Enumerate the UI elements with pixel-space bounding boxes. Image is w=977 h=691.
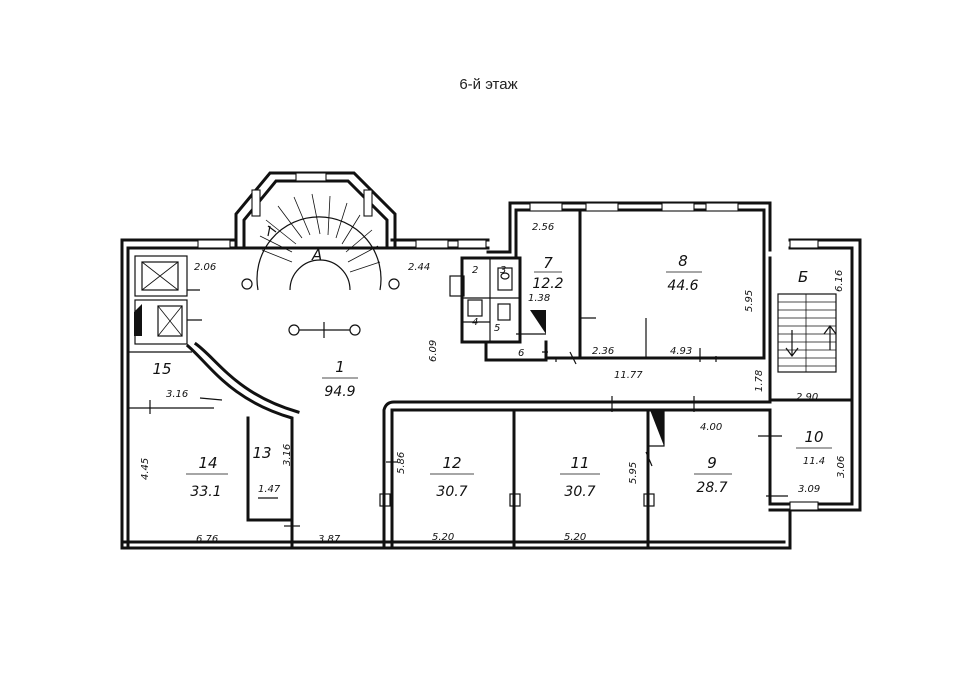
room-8-area: 44.6	[667, 278, 698, 294]
room-10-area: 11.4	[803, 456, 825, 467]
dim-21: 6.76	[196, 534, 218, 545]
dim-22: 3.87	[318, 534, 341, 545]
room-12-area: 30.7	[436, 484, 467, 500]
dim-18: 4.00	[700, 422, 722, 433]
dim-1: 2.44	[408, 262, 430, 273]
stair-a-label: А	[311, 246, 322, 264]
stair-b-label: Б	[798, 268, 808, 286]
dim-10: 1.78	[754, 370, 765, 392]
dim-8: 6.16	[834, 270, 845, 292]
room-9-area: 28.7	[696, 480, 727, 496]
dim-15: 1.47	[258, 484, 281, 495]
dim-4: 6.09	[428, 340, 439, 362]
room-7-area: 12.2	[532, 276, 563, 292]
dim-12: 3.16	[166, 389, 188, 400]
windows	[197, 172, 819, 511]
dim-17: 5.95	[628, 462, 639, 484]
dim-2: 2.56	[532, 222, 554, 233]
dim-13: 4.45	[140, 458, 151, 480]
dim-19: 3.06	[836, 456, 847, 478]
room-14-number: 14	[198, 454, 217, 472]
south-rooms	[379, 396, 788, 550]
room-14-area: 33.1	[190, 484, 221, 500]
room-7-number: 7	[543, 254, 553, 272]
room-5-number: 5	[494, 323, 500, 334]
room-1-number: 1	[335, 358, 345, 376]
room-2-number: 2	[472, 265, 478, 276]
sanitary-block	[449, 256, 557, 362]
room-12-number: 12	[442, 454, 461, 472]
dim-3: 1.38	[528, 293, 550, 304]
room-9-number: 9	[707, 454, 717, 472]
elevator-shafts	[134, 255, 202, 345]
room-3-number: 3	[500, 265, 506, 276]
dimensions: 2.06 2.44 2.56 1.38 6.09 5.95 2.36 4.93 …	[140, 222, 847, 545]
room-13-number: 13	[252, 444, 271, 462]
main-staircase: А	[241, 193, 400, 338]
room-11-number: 11	[570, 454, 589, 472]
dim-9: 11.77	[614, 370, 643, 381]
floor-title: 6-й этаж	[459, 76, 518, 93]
room-11-area: 30.7	[564, 484, 595, 500]
dim-16: 5.86	[396, 452, 407, 474]
dim-14: 3.16	[282, 444, 293, 466]
dim-6: 2.36	[592, 346, 614, 357]
service-staircase: Б	[768, 256, 854, 402]
dim-24: 5.20	[564, 532, 586, 543]
room-4-number: 4	[472, 317, 478, 328]
dim-20: 3.09	[798, 484, 820, 495]
upper-right-partitions	[544, 208, 766, 365]
dim-7: 4.93	[670, 346, 692, 357]
room-15-number: 15	[152, 360, 171, 378]
room-10-number: 10	[804, 428, 823, 446]
room-8-number: 8	[678, 252, 688, 270]
dim-11: 2.90	[796, 392, 818, 403]
left-rooms	[128, 341, 300, 550]
room-6-number: 6	[518, 348, 524, 359]
dim-0: 2.06	[194, 262, 216, 273]
room-labels: 1 94.9 2 3 4 5 6 7 12.2 8 44.6 9 28.7 10…	[152, 252, 832, 500]
room-1-area: 94.9	[324, 384, 355, 400]
dim-5: 5.95	[744, 290, 755, 312]
dim-23: 5.20	[432, 532, 454, 543]
